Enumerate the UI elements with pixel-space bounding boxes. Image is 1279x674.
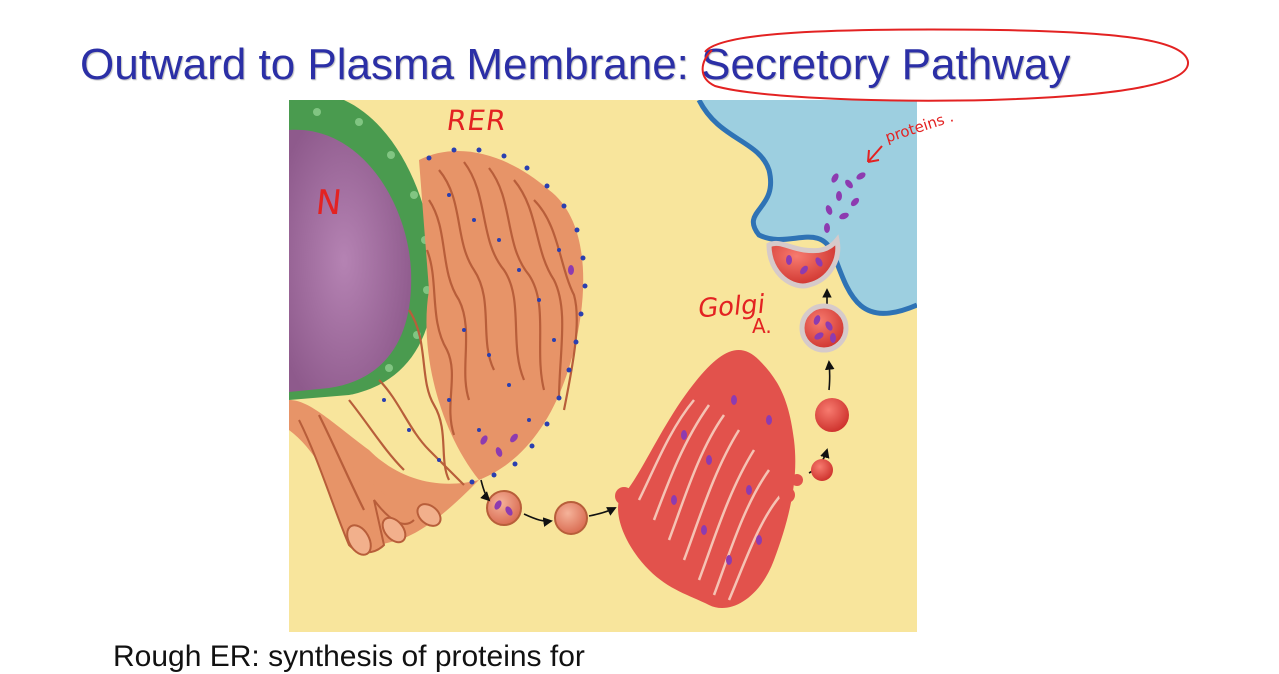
er-cargo (480, 265, 574, 457)
plasma-membrane (696, 100, 917, 316)
nucleus-annotation: N (313, 183, 344, 223)
extracellular-space (699, 100, 917, 314)
ribosomes (382, 147, 588, 485)
secretory-vesicle-small (811, 459, 833, 481)
bullet-text: Rough ER: synthesis of proteins for (113, 640, 585, 673)
rough-er (289, 147, 588, 556)
secretory-vesicle-cargo (799, 303, 849, 353)
secretory-vesicle-medium (815, 398, 849, 432)
golgi-apparatus (615, 350, 803, 608)
golgi-suffix-annotation: A. (752, 314, 772, 338)
slide-title: Outward to Plasma Membrane: Secretory Pa… (80, 40, 1071, 89)
rer-annotation: RER (444, 104, 509, 137)
golgi-cargo (671, 395, 772, 565)
secreted-proteins (824, 172, 866, 233)
secretory-pathway-illustration (289, 100, 917, 632)
nucleus (289, 129, 412, 392)
transport-vesicle-1 (486, 490, 522, 526)
exocytosis-vesicle (766, 234, 841, 289)
transport-vesicle-2 (554, 501, 588, 535)
